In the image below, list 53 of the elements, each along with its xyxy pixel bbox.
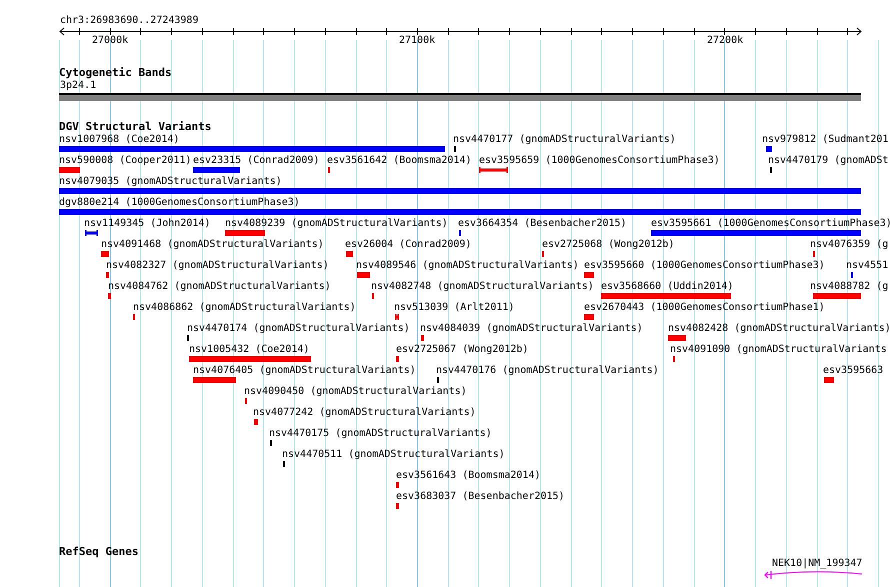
- variant-label: esv3568660 (Uddin2014): [601, 281, 734, 293]
- variant-label: nsv4091090 (gnomADStructuralVariants: [670, 344, 887, 356]
- variant-label: nsv4086862 (gnomADStructuralVariants): [133, 302, 356, 314]
- track-title: RefSeq Genes: [59, 546, 138, 558]
- variant-label: esv26004 (Conrad2009): [345, 239, 472, 251]
- variant-label: esv2725067 (Wong2012b): [396, 344, 528, 356]
- variant-label: nsv4076359 (g: [810, 239, 888, 251]
- variant-label: nsv4470176 (gnomADStructuralVariants): [436, 365, 659, 377]
- tick-label: 27200k: [707, 35, 744, 47]
- variant-label: nsv4079035 (gnomADStructuralVariants): [59, 176, 282, 188]
- variant-label: nsv4084039 (gnomADStructuralVariants): [420, 323, 643, 335]
- variant-label: nsv979812 (Sudmant201: [762, 134, 888, 146]
- variant-label: nsv1007968 (Coe2014): [59, 134, 180, 146]
- track-title: Cytogenetic Bands: [59, 67, 172, 79]
- variant-label: nsv4091468 (gnomADStructuralVariants): [101, 239, 324, 251]
- band-label: 3p24.1: [60, 80, 96, 92]
- variant-label: nsv4089239 (gnomADStructuralVariants): [225, 218, 448, 230]
- variant-label: nsv4090450 (gnomADStructuralVariants): [244, 386, 467, 398]
- variant-label: esv3595660 (1000GenomesConsortiumPhase3): [584, 260, 825, 272]
- variant-label: esv3561643 (Boomsma2014): [396, 470, 540, 482]
- variant-label: nsv4084762 (gnomADStructuralVariants): [108, 281, 331, 293]
- track-title: DGV Structural Variants: [59, 121, 212, 133]
- variant-label: esv2725068 (Wong2012b): [542, 239, 674, 251]
- variant-label: nsv4089546 (gnomADStructuralVariants): [356, 260, 579, 272]
- variant-label: nsv4551: [846, 260, 888, 272]
- variant-label: nsv4470511 (gnomADStructuralVariants): [282, 449, 505, 461]
- variant-label: esv3595663: [823, 365, 884, 377]
- tick-label: 27000k: [92, 35, 128, 47]
- variant-label: nsv4082428 (gnomADStructuralVariants): [668, 323, 890, 335]
- variant-label: nsv1005432 (Coe2014): [189, 344, 310, 356]
- variant-label: nsv4082748 (gnomADStructuralVariants): [371, 281, 594, 293]
- variant-label: nsv513039 (Arlt2011): [394, 302, 514, 314]
- variant-label: nsv4088782 (g: [810, 281, 888, 293]
- variant-label: nsv4076405 (gnomADStructuralVariants): [193, 365, 416, 377]
- variant-label: nsv4470177 (gnomADStructuralVariants): [453, 134, 676, 146]
- gene-label: NEK10|NM_199347: [772, 558, 862, 570]
- variant-label: dgv880e214 (1000GenomesConsortiumPhase3): [59, 197, 300, 209]
- variant-label: nsv4082327 (gnomADStructuralVariants): [106, 260, 329, 272]
- variant-label: nsv4470175 (gnomADStructuralVariants): [269, 428, 492, 440]
- variant-label: esv3595661 (1000GenomesConsortiumPhase3): [651, 218, 890, 230]
- variant-label: nsv4470174 (gnomADStructuralVariants): [187, 323, 410, 335]
- variant-label: esv3561642 (Boomsma2014): [327, 155, 472, 167]
- variant-label: nsv590008 (Cooper2011): [59, 155, 192, 167]
- variant-label: esv23315 (Conrad2009): [193, 155, 320, 167]
- coordinate-label: chr3:26983690..27243989: [60, 15, 198, 27]
- variant-label: esv2670443 (1000GenomesConsortiumPhase1): [584, 302, 825, 314]
- variant-label: esv3664354 (Besenbacher2015): [458, 218, 627, 230]
- variant-label: nsv1149345 (John2014): [84, 218, 210, 230]
- variant-label: esv3595659 (1000GenomesConsortiumPhase3): [479, 155, 720, 167]
- variant-label: esv3683037 (Besenbacher2015): [396, 491, 565, 503]
- variant-label: nsv4077242 (gnomADStructuralVariants): [253, 407, 476, 419]
- tick-label: 27100k: [399, 35, 436, 47]
- variant-label: nsv4470179 (gnomADSt: [768, 155, 888, 167]
